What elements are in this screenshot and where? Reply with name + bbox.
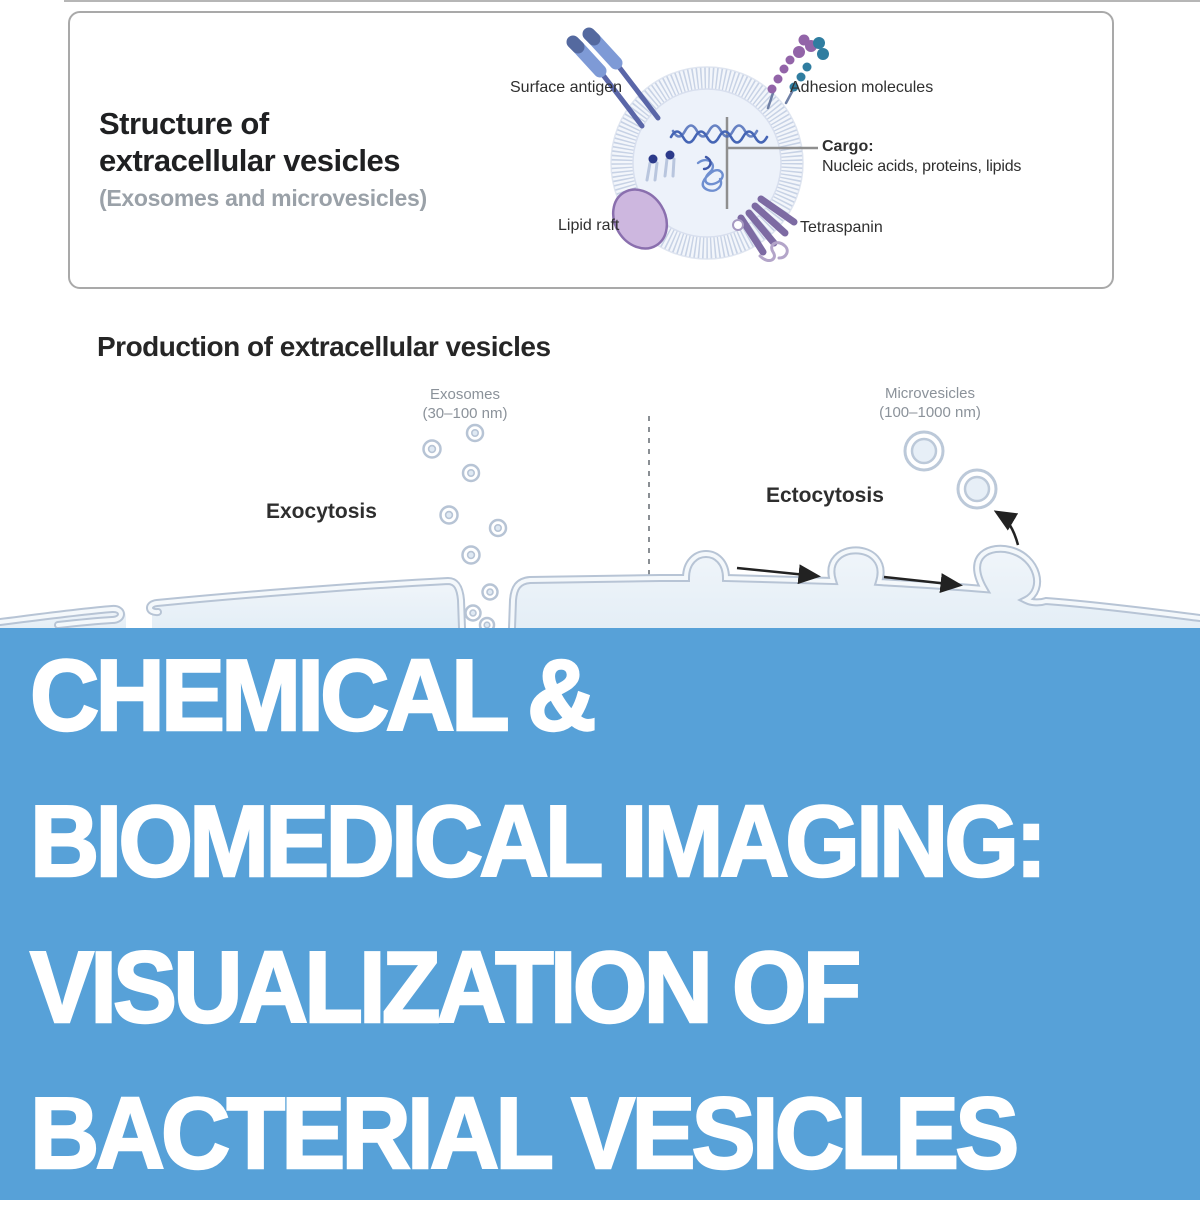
microvesicles-caption-size: (100–1000 nm) — [879, 404, 981, 421]
banner-line-2: BIOMEDICAL IMAGING: — [29, 785, 1049, 899]
tetraspanin-label: Tetraspanin — [800, 219, 883, 236]
vesicle-illustration — [566, 27, 829, 263]
ectocytosis-label: Ectocytosis — [766, 484, 884, 507]
tetraspanin-icon — [732, 195, 798, 263]
panel-title: Structure of extracellular vesicles — [99, 105, 400, 179]
exosomes-caption-name: Exosomes — [429, 386, 501, 403]
exosomes-caption-size: (30–100 nm) — [422, 405, 508, 422]
banner-text: CHEMICAL & BIOMEDICAL IMAGING: VISUALIZA… — [29, 623, 1049, 1207]
adhesion-molecules-icon — [766, 34, 829, 110]
panel-title-line1: Structure of — [99, 106, 269, 141]
structure-panel: Structure of extracellular vesicles (Exo… — [68, 11, 1114, 289]
production-illustration — [0, 416, 1200, 630]
banner-line-1: CHEMICAL & — [29, 639, 598, 753]
cargo-label-title: Cargo: — [822, 138, 874, 155]
lipid-raft-label: Lipid raft — [558, 217, 620, 234]
dna-cargo-icon — [669, 124, 769, 144]
surface-antigen-icon — [566, 27, 661, 129]
banner-line-3: VISUALIZATION OF — [29, 931, 863, 1045]
lipid-bilayer-ring — [611, 67, 803, 259]
adhesion-molecules-label: Adhesion molecules — [790, 79, 934, 96]
photo-edge-line — [64, 0, 1200, 2]
banner-line-4: BACTERIAL VESICLES — [29, 1077, 1020, 1191]
surface-antigen-label: Surface antigen — [510, 79, 623, 96]
cargo-label-items: Nucleic acids, proteins, lipids — [822, 158, 1022, 175]
production-heading: Production of extracellular vesicles — [97, 331, 551, 362]
cell-interior — [0, 550, 1200, 628]
microvesicles — [903, 430, 998, 510]
exosomes-caption: Exosomes (30–100 nm) — [385, 385, 545, 423]
panel-subtitle: (Exosomes and microvesicles) — [99, 185, 427, 211]
panel-title-line2: extracellular vesicles — [99, 143, 400, 178]
protein-cargo-icon — [696, 155, 724, 192]
ectocytosis-arrows — [736, 510, 1020, 594]
title-banner: CHEMICAL & BIOMEDICAL IMAGING: VISUALIZA… — [0, 628, 1200, 1200]
microvesicles-caption-name: Microvesicles — [884, 385, 975, 402]
exocytosis-label: Exocytosis — [266, 500, 377, 523]
exosomes-stream — [422, 423, 508, 630]
cell-membrane — [0, 544, 1200, 630]
lipid-cargo-icon — [645, 150, 676, 182]
microvesicles-caption: Microvesicles (100–1000 nm) — [850, 384, 1010, 422]
lipid-raft-icon — [611, 188, 669, 250]
